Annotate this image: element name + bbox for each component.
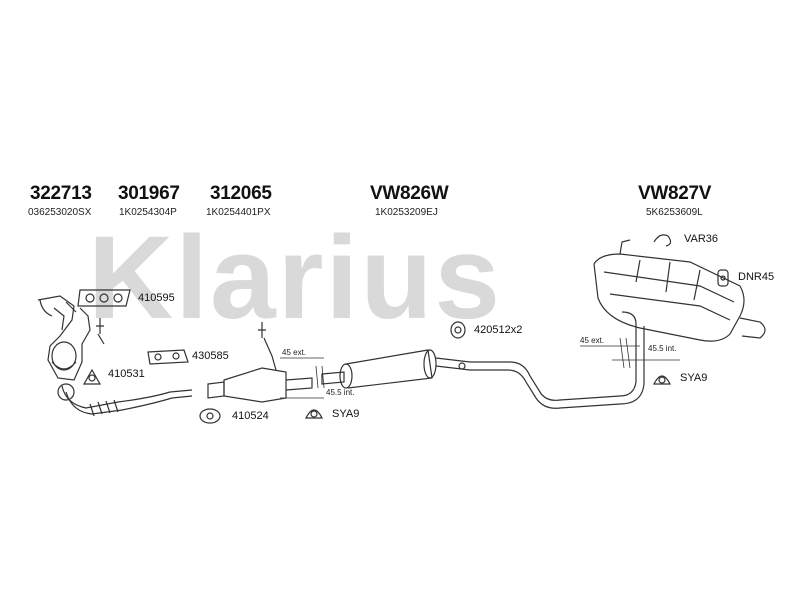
- oe-number: 1K0254304P: [119, 207, 177, 218]
- ring-410531: [82, 368, 102, 385]
- oe-number: 1K0253209EJ: [375, 207, 438, 218]
- rear-silencer: [593, 239, 766, 342]
- part-number: VW827V: [638, 183, 712, 204]
- oe-number: 5K6253609L: [646, 207, 703, 218]
- sensor-plug: [96, 318, 105, 345]
- gasket-410595: [77, 289, 131, 307]
- brand-watermark: Klarius: [88, 212, 503, 344]
- accessory-label: 420512x2: [474, 324, 523, 336]
- accessory-label: VAR36: [684, 233, 719, 245]
- accessory-label: DNR45: [738, 271, 775, 283]
- gasket-410524: [199, 408, 221, 424]
- accessory-label: 410524: [232, 410, 269, 422]
- middle-silencer: [321, 311, 645, 409]
- accessory-label: SYA9: [680, 372, 708, 384]
- dimension-label: 45.5 int.: [648, 344, 677, 353]
- dimension-label: 45 ext.: [282, 348, 307, 357]
- part-number: 301967: [118, 183, 180, 204]
- clamp-sya9-rear: [653, 375, 671, 385]
- part-number: 312065: [210, 183, 272, 204]
- oe-number: 1K0254401PX: [206, 207, 271, 218]
- rubber-var36: [653, 234, 672, 247]
- rubber-dnr45: [717, 269, 729, 287]
- accessory-label: SYA9: [332, 408, 360, 420]
- accessory-label: 410595: [138, 292, 175, 304]
- hanger-420512: [450, 321, 466, 339]
- part-number: 322713: [30, 183, 92, 204]
- dimension-label: 45 ext.: [580, 336, 605, 345]
- catalytic-converter: [207, 322, 313, 403]
- clamp-sya9-front: [305, 409, 323, 419]
- oe-number: 036253020SX: [28, 207, 92, 218]
- front-pipe: [57, 383, 193, 417]
- part-number: VW826W: [370, 183, 449, 204]
- exhaust-manifold-catalyst: [37, 295, 91, 381]
- dimension-label: 45.5 int.: [326, 388, 355, 397]
- gasket-430585: [147, 349, 189, 365]
- accessory-label: 430585: [192, 350, 229, 362]
- accessory-label: 410531: [108, 368, 145, 380]
